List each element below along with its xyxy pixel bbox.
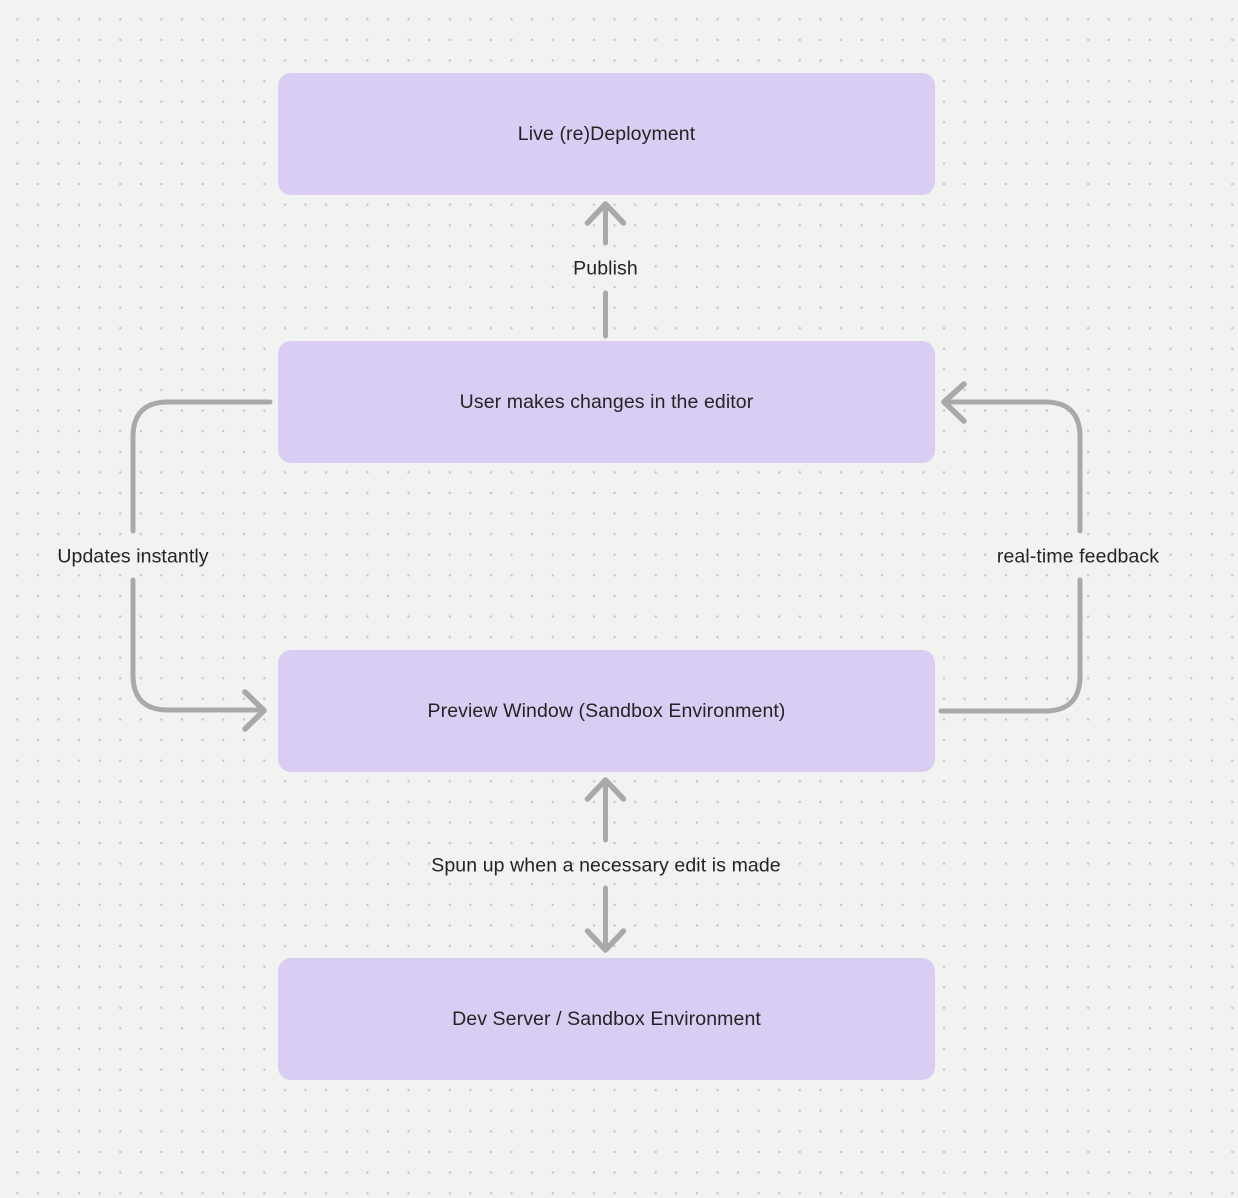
arrowhead-right-updates-icon — [242, 689, 267, 732]
edge-updates-upper-segment — [130, 399, 273, 534]
edge-label-spun-up: Spun up when a necessary edit is made — [431, 854, 781, 877]
arrowhead-left-feedback-icon — [941, 381, 967, 424]
node-dev-server-label: Dev Server / Sandbox Environment — [452, 1007, 761, 1030]
arrowhead-up-publish-icon — [584, 201, 627, 226]
node-dev-server: Dev Server / Sandbox Environment — [278, 958, 935, 1080]
node-preview-window-label: Preview Window (Sandbox Environment) — [427, 699, 786, 722]
node-preview-window: Preview Window (Sandbox Environment) — [278, 650, 935, 772]
edge-updates-lower-segment — [130, 577, 261, 713]
edge-feedback-lower-segment — [938, 577, 1083, 714]
node-user-editor-label: User makes changes in the editor — [459, 390, 754, 413]
node-live-deployment: Live (re)Deployment — [278, 73, 935, 195]
edge-label-publish: Publish — [573, 257, 638, 280]
arrowhead-down-spunup-icon — [584, 928, 627, 953]
edge-label-updates-instantly: Updates instantly — [57, 545, 209, 568]
node-live-deployment-label: Live (re)Deployment — [517, 122, 696, 145]
edge-label-realtime-feedback: real-time feedback — [996, 545, 1160, 568]
node-user-editor: User makes changes in the editor — [278, 341, 935, 463]
arrowhead-up-spunup-icon — [584, 777, 627, 802]
edge-feedback-upper-segment — [943, 399, 1083, 534]
